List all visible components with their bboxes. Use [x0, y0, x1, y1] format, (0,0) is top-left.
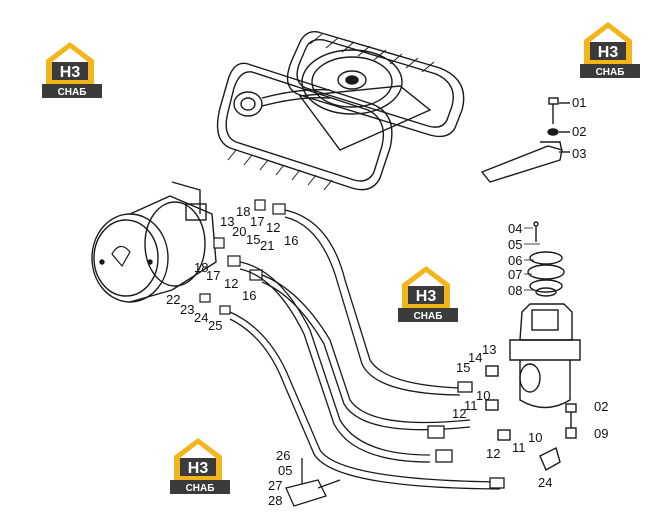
- logo-top-text: Н3: [598, 44, 619, 61]
- part-label: 24: [194, 310, 208, 325]
- part-label: 02: [594, 399, 608, 414]
- part-label: 12: [486, 446, 500, 461]
- part-label: 14: [468, 350, 482, 365]
- part-label: 21: [260, 238, 274, 253]
- logo-top-text: Н3: [188, 460, 209, 477]
- logo-bottom-text: СНАБ: [596, 67, 625, 78]
- part-label: 13: [220, 214, 234, 229]
- part-label: 08: [508, 283, 522, 298]
- part-label: 03: [572, 146, 586, 161]
- swivel-joint-drawing: [485, 221, 581, 471]
- part-label: 24: [538, 475, 552, 490]
- part-label: 10: [476, 388, 490, 403]
- part-label: 18: [236, 204, 250, 219]
- undercarriage-drawing: [216, 31, 465, 191]
- part-label: 12: [452, 406, 466, 421]
- lower-clamp-drawing: [285, 458, 341, 507]
- brand-logo-top-left: Н3 СНАБ: [42, 42, 102, 98]
- part-label: 17: [250, 214, 264, 229]
- part-label: 22: [166, 292, 180, 307]
- part-label: 09: [594, 426, 608, 441]
- part-label: 13: [482, 342, 496, 357]
- brand-logo-top-right: Н3 СНАБ: [580, 22, 640, 78]
- part-label: 04: [508, 221, 522, 236]
- logo-bottom-text: СНАБ: [186, 483, 215, 494]
- part-label: 01: [572, 95, 586, 110]
- part-label: 16: [284, 233, 298, 248]
- part-label: 27: [268, 478, 282, 493]
- bracket-assembly: [480, 97, 570, 183]
- part-label: 15: [456, 360, 470, 375]
- brand-logo-bottom-left: Н3 СНАБ: [170, 438, 230, 494]
- part-label: 28: [268, 493, 282, 508]
- logo-bottom-text: СНАБ: [414, 311, 443, 322]
- logo-top-text: Н3: [60, 64, 81, 81]
- part-label: 12: [266, 220, 280, 235]
- hydraulic-hoses: [229, 209, 505, 490]
- part-label: 25: [208, 318, 222, 333]
- bracket-plate: [480, 145, 563, 183]
- brand-logo-middle: Н3 СНАБ: [398, 266, 458, 322]
- part-label: 06: [508, 253, 522, 268]
- part-label: 11: [512, 440, 526, 455]
- part-label: 07: [508, 267, 522, 282]
- leader-lines: [524, 227, 540, 291]
- logo-bottom-text: СНАБ: [58, 87, 87, 98]
- part-label: 18: [194, 260, 208, 275]
- part-label: 17: [206, 268, 220, 283]
- part-label: 11: [464, 398, 478, 413]
- part-label: 16: [242, 288, 256, 303]
- bolt-head: [548, 97, 559, 105]
- part-label: 10: [528, 430, 542, 445]
- part-label: 05: [278, 463, 292, 478]
- part-label: 05: [508, 237, 522, 252]
- washer: [547, 128, 559, 136]
- part-label: 20: [232, 224, 246, 239]
- travel-motor-drawing: [91, 181, 217, 303]
- part-label: 12: [224, 276, 238, 291]
- part-number-labels: 01 02 03 04 05 06 07 08 18 17 13 20 15 2…: [166, 95, 608, 508]
- part-label: 15: [246, 232, 260, 247]
- logo-top-text: Н3: [416, 288, 437, 305]
- part-label: 02: [572, 124, 586, 139]
- part-label: 26: [276, 448, 290, 463]
- part-label: 23: [180, 302, 194, 317]
